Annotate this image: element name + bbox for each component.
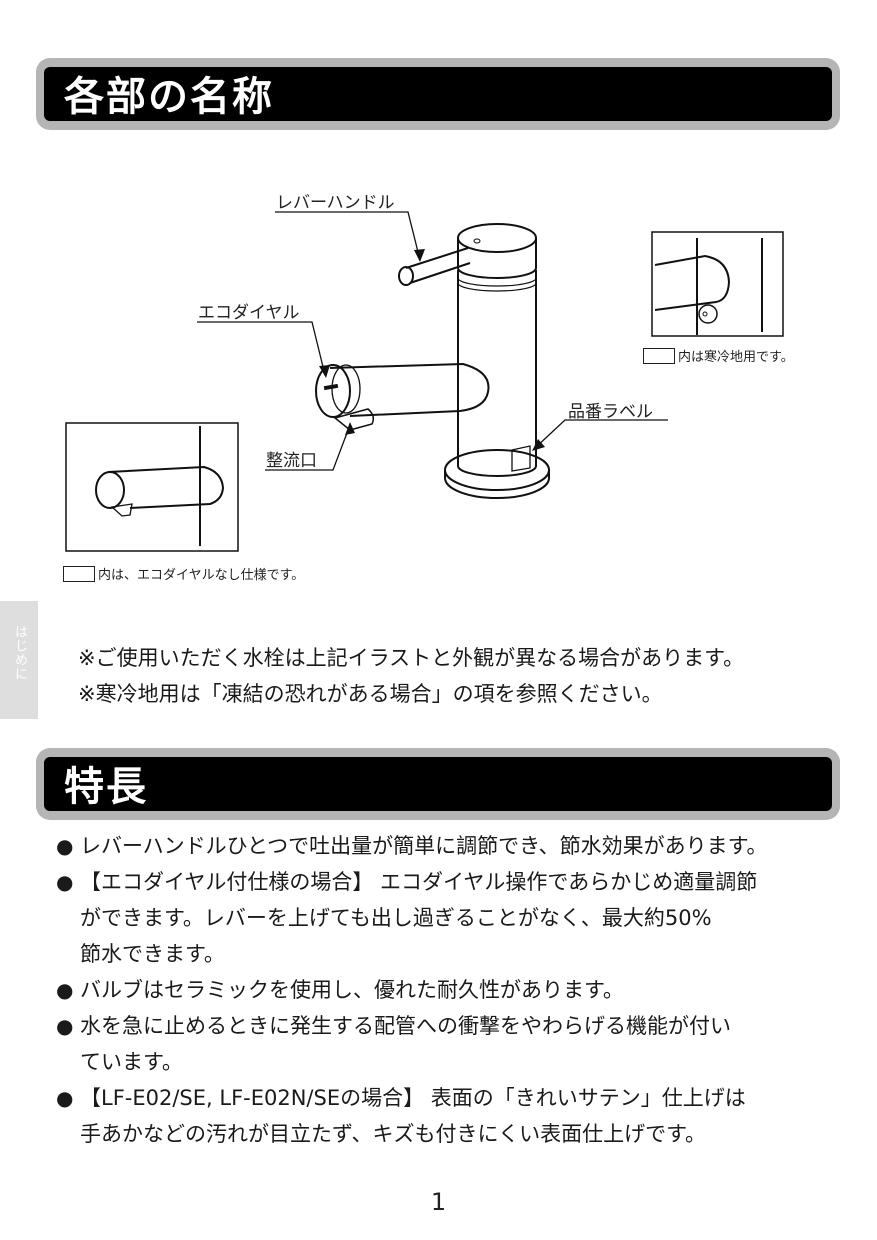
note: ※ご使用いただく水栓は上記イラストと外観が異なる場合があります。 <box>78 646 745 670</box>
bullet-icon: ● <box>56 978 74 1002</box>
feature-line: バルブはセラミックを使用し、優れた耐久性があります。 <box>80 978 624 1002</box>
bullet-icon: ● <box>56 870 74 894</box>
feature-line: ができます。レバーを上げても出し過ぎることがなく、最大約50% <box>80 906 712 930</box>
side-tab-introduction[interactable]: はじめに <box>0 601 38 719</box>
legend-box <box>643 347 675 364</box>
caption-text: 内は寒冷地用です。 <box>678 350 794 365</box>
label-product-label: 品番ラベル <box>568 402 653 422</box>
feature-line: ています。 <box>80 1050 183 1074</box>
leader-lines <box>197 211 668 471</box>
section-header-bar: 各部の名称 <box>44 67 832 121</box>
label-aerator: 整流口 <box>266 451 317 471</box>
section-title: 各部の名称 <box>64 73 274 120</box>
notes: ※ご使用いただく水栓は上記イラストと外観が異なる場合があります。 ※寒冷地用は「… <box>78 640 744 712</box>
caption-text: 内は、エコダイヤルなし仕様です。 <box>98 568 305 583</box>
feature-item: ● 【LF-E02/SE, LF-E02N/SEの場合】 表面の「きれいサテン」… <box>56 1080 836 1152</box>
feature-list: ● レバーハンドルひとつで吐出量が簡単に調節でき、節水効果があります。 ● 【エ… <box>56 828 836 1152</box>
section-header-bar: 特長 <box>44 757 832 811</box>
label-lever-handle: レバーハンドル <box>276 193 395 213</box>
section-header-parts: 各部の名称 <box>36 58 840 130</box>
legend-box <box>63 565 95 582</box>
feature-item: ● 【エコダイヤル付仕様の場合】 エコダイヤル操作であらかじめ適量調節 ができま… <box>56 864 836 972</box>
page-number: 1 <box>430 1188 447 1216</box>
label-eco-dial: エコダイヤル <box>198 303 300 323</box>
caption-cold-region: 内は寒冷地用です。 <box>643 346 794 365</box>
caption-no-eco-dial: 内は、エコダイヤルなし仕様です。 <box>63 564 304 583</box>
feature-line: レバーハンドルひとつで吐出量が簡単に調節でき、節水効果があります。 <box>80 834 768 858</box>
feature-line: 手あかなどの汚れが目立たず、キズも付きにくい表面仕上げです。 <box>80 1122 707 1146</box>
feature-item: ● レバーハンドルひとつで吐出量が簡単に調節でき、節水効果があります。 <box>56 828 836 864</box>
feature-line: 【LF-E02/SE, LF-E02N/SEの場合】 表面の「きれいサテン」仕上… <box>80 1086 746 1110</box>
bullet-icon: ● <box>56 834 74 858</box>
side-tab-label: はじめに <box>12 625 27 681</box>
feature-line: 節水できます。 <box>80 942 225 966</box>
section-title: 特長 <box>64 763 148 810</box>
feature-line: 【エコダイヤル付仕様の場合】 エコダイヤル操作であらかじめ適量調節 <box>80 870 758 894</box>
bullet-icon: ● <box>56 1014 74 1038</box>
bullet-icon: ● <box>56 1086 74 1110</box>
feature-item: ● バルブはセラミックを使用し、優れた耐久性があります。 <box>56 972 836 1008</box>
section-header-features: 特長 <box>36 748 840 820</box>
faucet-illustration <box>65 211 784 552</box>
note: ※寒冷地用は「凍結の恐れがある場合」の項を参照ください。 <box>78 682 663 706</box>
feature-line: 水を急に止めるときに発生する配管への衝撃をやわらげる機能が付い <box>80 1014 731 1038</box>
feature-item: ● 水を急に止めるときに発生する配管への衝撃をやわらげる機能が付い ています。 <box>56 1008 836 1080</box>
